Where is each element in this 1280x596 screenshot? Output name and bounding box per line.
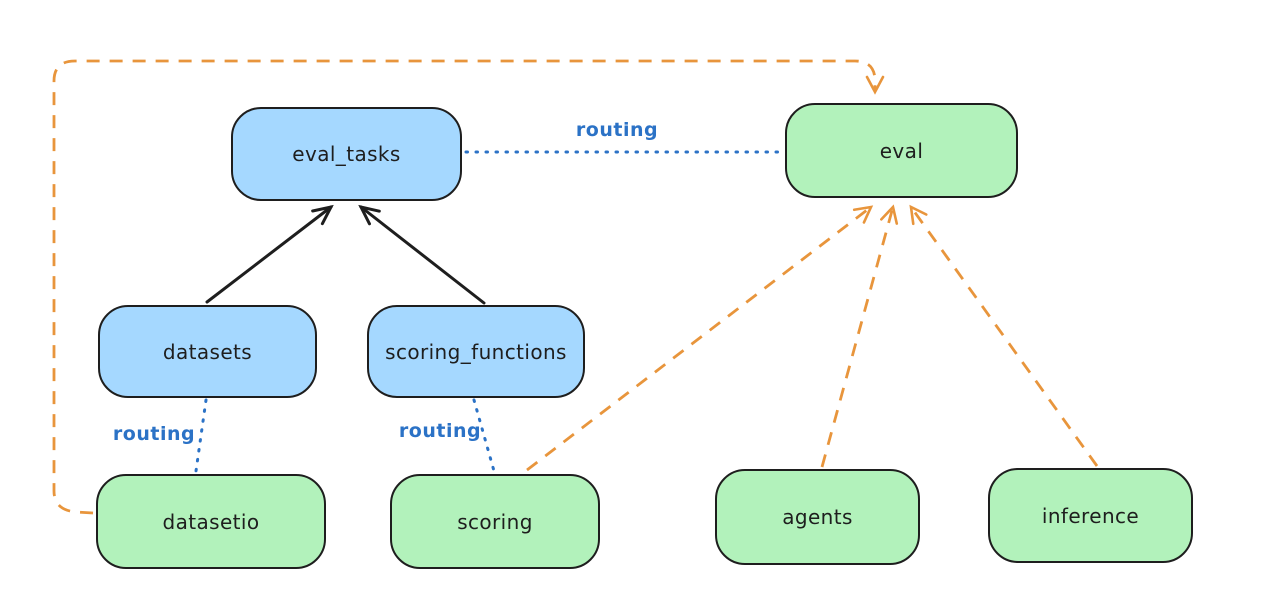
- node-inference-label: inference: [1041, 503, 1140, 528]
- node-eval-tasks-label: eval_tasks: [292, 142, 401, 166]
- node-scoring: scoring: [390, 474, 600, 569]
- edge-label-routing-scoring-functions-scoring: routing: [398, 420, 482, 442]
- node-agents: agents: [715, 469, 920, 565]
- node-datasetio-label: datasetio: [162, 509, 260, 534]
- node-scoring-functions: scoring_functions: [367, 305, 585, 398]
- node-agents-label: agents: [782, 505, 853, 529]
- node-scoring-functions-label: scoring_functions: [385, 339, 567, 364]
- edge-scoring-functions-to-eval-tasks: [358, 204, 486, 305]
- node-eval: eval: [785, 103, 1018, 198]
- edge-datasets-to-datasetio-routing: [194, 398, 208, 473]
- edge-agents-to-eval: [820, 204, 899, 468]
- edge-datasetio-to-eval: [52, 59, 885, 515]
- edge-scoring-to-eval: [526, 205, 874, 472]
- edge-scoring-functions-to-scoring-routing: [472, 398, 496, 473]
- node-eval-tasks: eval_tasks: [231, 107, 462, 201]
- edge-inference-to-eval: [909, 204, 1099, 467]
- edge-datasets-to-eval-tasks: [205, 204, 334, 304]
- node-inference: inference: [988, 468, 1193, 563]
- node-datasets: datasets: [98, 305, 317, 398]
- node-datasetio: datasetio: [96, 474, 326, 569]
- node-datasets-label: datasets: [162, 339, 253, 364]
- node-eval-label: eval: [879, 138, 924, 163]
- edge-label-routing-eval-tasks-eval: routing: [575, 119, 659, 141]
- node-scoring-label: scoring: [457, 509, 533, 534]
- edge-label-routing-datasets-datasetio: routing: [112, 423, 196, 445]
